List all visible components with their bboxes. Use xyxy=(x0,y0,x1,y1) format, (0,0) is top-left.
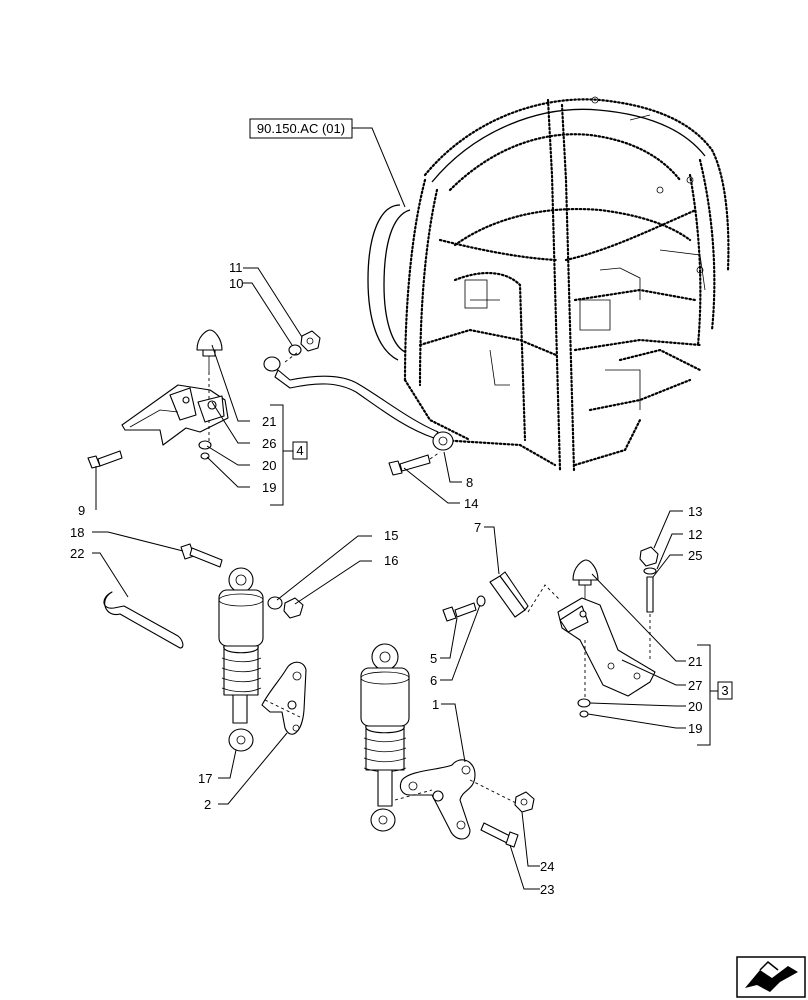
reference-box[interactable]: 90.150.AC (01) xyxy=(249,118,353,139)
cab-frame xyxy=(367,96,730,472)
bolt-9 xyxy=(87,450,123,469)
reference-leader xyxy=(352,127,406,208)
reference-box-label: 90.150.AC (01) xyxy=(257,121,345,136)
washer-nut-left xyxy=(198,440,212,460)
shock-bracket-left xyxy=(261,661,307,735)
callout-12: 12 xyxy=(688,527,702,542)
callout-23: 23 xyxy=(540,882,554,897)
callout-19-right: 19 xyxy=(688,721,702,736)
callout-22: 22 xyxy=(70,546,84,561)
shock-bracket-right xyxy=(394,759,521,840)
group-box-4[interactable]: 4 xyxy=(292,441,308,460)
bump-stop-right xyxy=(572,559,599,600)
callout-21-right: 21 xyxy=(688,654,702,669)
callout-15: 15 xyxy=(384,528,398,543)
stabiliser-rod xyxy=(263,351,454,451)
callout-19: 19 xyxy=(262,480,276,495)
washer-nut-right xyxy=(577,698,591,718)
callout-21: 21 xyxy=(262,414,276,429)
callout-5: 5 xyxy=(430,651,437,666)
bolt-23 xyxy=(480,822,519,848)
shock-absorber-left xyxy=(218,567,264,752)
callout-6: 6 xyxy=(430,673,437,688)
callout-10: 10 xyxy=(229,276,243,291)
stud-bolt-25 xyxy=(639,546,659,613)
callout-20-right: 20 xyxy=(688,699,702,714)
next-page-arrow-icon[interactable] xyxy=(736,956,806,998)
callout-11: 11 xyxy=(229,260,243,275)
group-box-3[interactable]: 3 xyxy=(717,681,733,700)
callout-7: 7 xyxy=(474,520,481,535)
callout-26: 26 xyxy=(262,436,276,451)
callout-25: 25 xyxy=(688,548,702,563)
group-3-bracket xyxy=(697,644,711,746)
callout-20: 20 xyxy=(262,458,276,473)
callout-13: 13 xyxy=(688,504,702,519)
callout-27: 27 xyxy=(688,678,702,693)
spanner-wrench xyxy=(103,591,184,649)
mount-bracket-right xyxy=(557,590,656,700)
nut-washer-rod xyxy=(288,330,321,356)
callout-9: 9 xyxy=(78,503,85,518)
washer-nut-shock-top xyxy=(267,596,304,619)
spacer-block xyxy=(489,571,561,618)
bolt-18 xyxy=(180,543,223,568)
callout-16: 16 xyxy=(384,553,398,568)
bump-stop-left xyxy=(196,329,223,372)
group-4-bracket xyxy=(270,404,284,506)
shock-absorber-right xyxy=(360,643,410,832)
callout-24: 24 xyxy=(540,859,554,874)
callout-2: 2 xyxy=(204,797,211,812)
group-box-3-label: 3 xyxy=(721,683,728,698)
callout-18: 18 xyxy=(70,525,84,540)
bolt-14 xyxy=(388,451,441,476)
group-box-4-label: 4 xyxy=(296,443,303,458)
callout-8: 8 xyxy=(466,475,473,490)
nut-24 xyxy=(514,791,535,813)
bolt-5 xyxy=(442,595,486,622)
callout-1: 1 xyxy=(432,697,439,712)
callout-14: 14 xyxy=(464,496,478,511)
callout-17: 17 xyxy=(198,771,212,786)
leader-lines xyxy=(92,267,686,890)
mount-bracket-left xyxy=(121,372,229,446)
callout-labels: 11 10 21 26 20 19 9 8 14 18 22 15 16 17 … xyxy=(70,260,702,897)
